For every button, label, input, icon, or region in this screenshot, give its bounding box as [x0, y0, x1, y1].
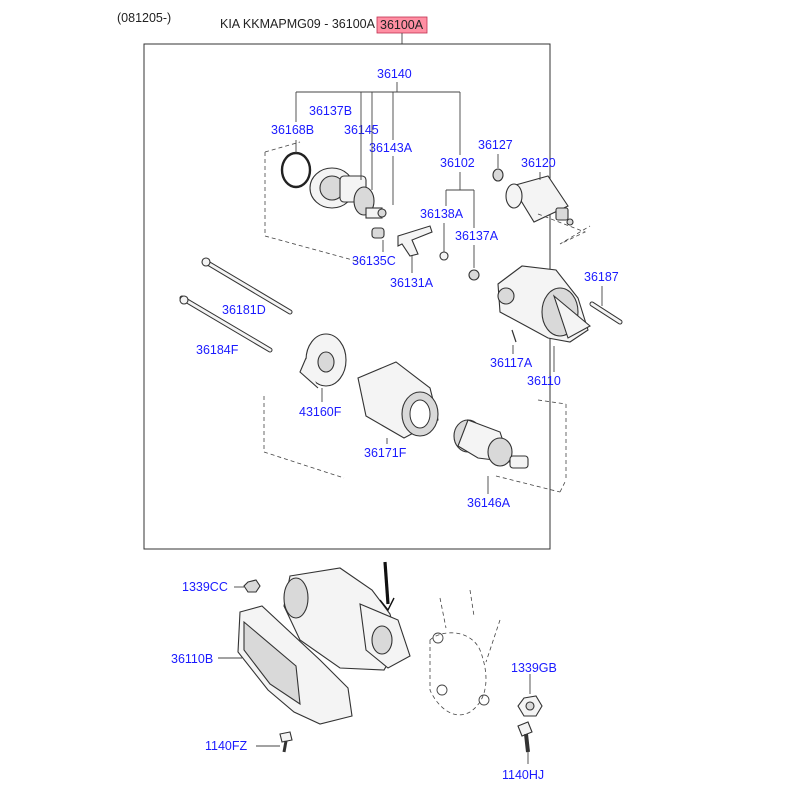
part-label-1140HJ[interactable]: 1140HJ: [502, 768, 544, 782]
model-title: KIA KKMAPMG09 - 36100A: [220, 17, 376, 31]
part-label-36110[interactable]: 36110: [527, 374, 561, 388]
part-label-36143A[interactable]: 36143A: [369, 141, 413, 155]
end-cover-part: [299, 333, 347, 389]
part-label-1140FZ[interactable]: 1140FZ: [205, 739, 248, 753]
bolt-part: [279, 731, 293, 753]
part-label-1339CC[interactable]: 1339CC: [182, 580, 228, 594]
through-bolt-part: [201, 257, 293, 315]
part-label-36138A[interactable]: 36138A: [420, 207, 464, 221]
part-label-36140[interactable]: 36140: [377, 67, 412, 81]
part-label-36137B[interactable]: 36137B: [309, 104, 352, 118]
part-label-36137A[interactable]: 36137A: [455, 229, 499, 243]
yoke-part: [357, 361, 439, 439]
front-housing-part: [497, 265, 591, 343]
part-label-43160F[interactable]: 43160F: [299, 405, 342, 419]
part-label-36181D[interactable]: 36181D: [222, 303, 266, 317]
dashed-outline: [495, 399, 567, 493]
lever-part: [371, 225, 480, 281]
date-code: (081205-): [117, 11, 171, 25]
nut-part: [243, 579, 261, 593]
part-label-1339GB[interactable]: 1339GB: [511, 661, 557, 675]
dashed-outline: [263, 396, 345, 479]
bolt-part: [517, 721, 533, 753]
gear-set-part: [309, 167, 387, 219]
assembly-frame: [143, 43, 551, 550]
armature-part: [453, 419, 529, 469]
washer-part: [492, 168, 504, 182]
heat-shield-part: [237, 605, 353, 725]
part-label-36187[interactable]: 36187: [584, 270, 619, 284]
through-bolt-part: [179, 295, 273, 353]
o-ring-part: [280, 151, 312, 189]
starter-motor-assembly: [283, 561, 411, 671]
part-label-36135C[interactable]: 36135C: [352, 254, 396, 268]
dashed-outline: [264, 141, 361, 263]
part-label-36184F[interactable]: 36184F: [196, 343, 239, 357]
part-label-36146A[interactable]: 36146A: [467, 496, 511, 510]
part-label-36171F[interactable]: 36171F: [364, 446, 407, 460]
bolt-part: [589, 301, 623, 325]
part-label-36117A[interactable]: 36117A: [490, 356, 533, 370]
part-label-36102[interactable]: 36102: [440, 156, 475, 170]
part-label-36168B[interactable]: 36168B: [271, 123, 314, 137]
part-label-36120[interactable]: 36120: [521, 156, 556, 170]
nut-part: [517, 695, 543, 717]
solenoid-part: [505, 175, 574, 226]
part-label-36127[interactable]: 36127: [478, 138, 513, 152]
part-label-36110B[interactable]: 36110B: [171, 652, 213, 666]
part-label-36131A[interactable]: 36131A: [390, 276, 434, 290]
engine-mount-outline: [429, 589, 501, 716]
dashed-outline: [537, 213, 591, 245]
highlight-part-label[interactable]: 36100A: [380, 18, 424, 32]
